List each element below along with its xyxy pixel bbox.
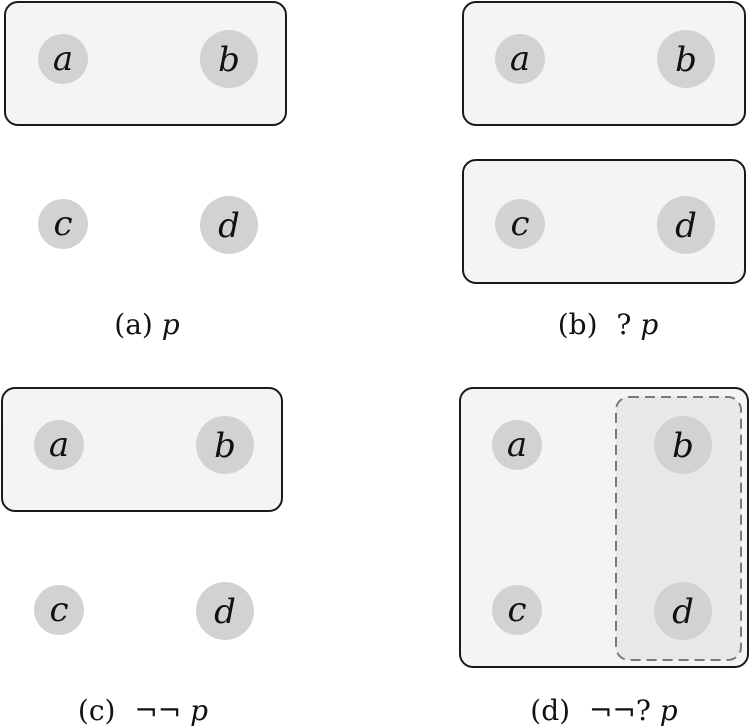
caption-a-formula-var: p — [162, 308, 180, 341]
world-c-node — [495, 199, 545, 249]
caption-d-tag: (d) — [530, 694, 570, 727]
panel-d-dashed-box-bd — [615, 396, 742, 661]
world-a-label: a — [49, 425, 69, 465]
caption-b: (b) ? p — [558, 308, 659, 341]
caption-c: (c) ¬¬ p — [78, 694, 208, 727]
world-b-node — [196, 416, 254, 474]
world-c-label: c — [49, 590, 68, 630]
panel-b: a b c d (b) ? p — [462, 1, 746, 341]
world-d-label: d — [672, 592, 694, 632]
world-d-label: d — [675, 206, 697, 246]
caption-c-tag: (c) — [78, 694, 116, 727]
world-d-node — [657, 196, 715, 254]
caption-a-tag: (a) — [114, 308, 153, 341]
world-b-node — [654, 416, 712, 474]
world-c-label: c — [507, 590, 526, 630]
panel-a-box-ab — [4, 1, 287, 126]
panel-b-box-cd — [462, 159, 746, 284]
caption-c-formula-var: p — [190, 694, 208, 727]
caption-b-tag: (b) — [558, 308, 598, 341]
world-c-node — [34, 585, 84, 635]
caption-a: (a) p — [114, 308, 179, 341]
panel-c-box-ab — [1, 387, 283, 512]
world-a-node — [38, 34, 88, 84]
caption-d: (d) ¬¬? p — [530, 694, 678, 727]
world-c-node — [38, 199, 88, 249]
caption-b-formula-prefix: ? — [616, 308, 631, 341]
world-c-node — [492, 585, 542, 635]
world-b-label: b — [675, 40, 697, 80]
world-c-label: c — [53, 204, 72, 244]
caption-d-formula-prefix: ¬¬? — [589, 694, 651, 727]
world-a-node — [34, 420, 84, 470]
world-d-label: d — [214, 592, 236, 632]
world-a-label: a — [507, 425, 527, 465]
world-b-node — [200, 30, 258, 88]
world-a-node — [495, 34, 545, 84]
caption-b-formula-var: p — [640, 308, 658, 341]
world-d-label: d — [218, 206, 240, 246]
panel-c: a b c d (c) ¬¬ p — [1, 387, 283, 727]
world-d-node — [196, 582, 254, 640]
world-d-node — [654, 582, 712, 640]
world-c-label: c — [510, 204, 529, 244]
world-b-label: b — [672, 426, 694, 466]
caption-d-formula-var: p — [660, 694, 678, 727]
world-a-label: a — [53, 39, 73, 79]
world-b-node — [657, 30, 715, 88]
panel-d: a b c d (d) ¬¬? p — [459, 387, 749, 727]
world-b-label: b — [218, 40, 240, 80]
caption-c-formula-prefix: ¬¬ — [134, 694, 181, 727]
panel-a: a b c d (a) p — [4, 1, 287, 341]
world-a-label: a — [510, 39, 530, 79]
world-b-label: b — [214, 426, 236, 466]
world-d-node — [200, 196, 258, 254]
world-a-node — [492, 420, 542, 470]
